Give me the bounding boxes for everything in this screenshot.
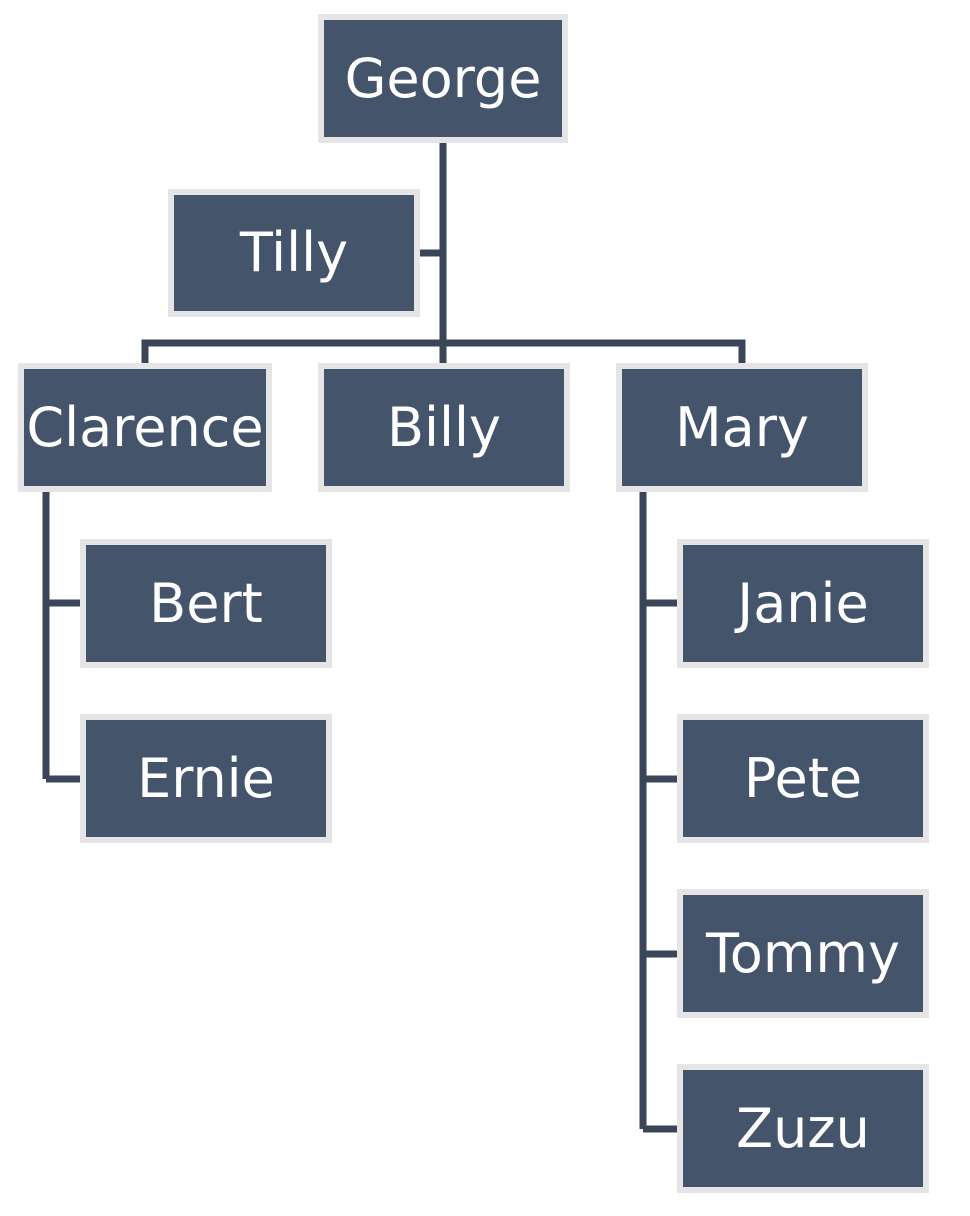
- node-mary: Mary: [616, 363, 868, 492]
- node-tilly: Tilly: [168, 189, 420, 317]
- node-zuzu: Zuzu: [677, 1064, 929, 1193]
- node-janie: Janie: [677, 539, 929, 668]
- node-bert: Bert: [80, 539, 332, 668]
- node-tommy: Tommy: [677, 889, 929, 1018]
- node-pete: Pete: [677, 714, 929, 843]
- node-billy: Billy: [318, 363, 570, 492]
- node-george: George: [318, 14, 568, 143]
- node-clarence: Clarence: [18, 363, 272, 492]
- node-ernie: Ernie: [80, 714, 332, 843]
